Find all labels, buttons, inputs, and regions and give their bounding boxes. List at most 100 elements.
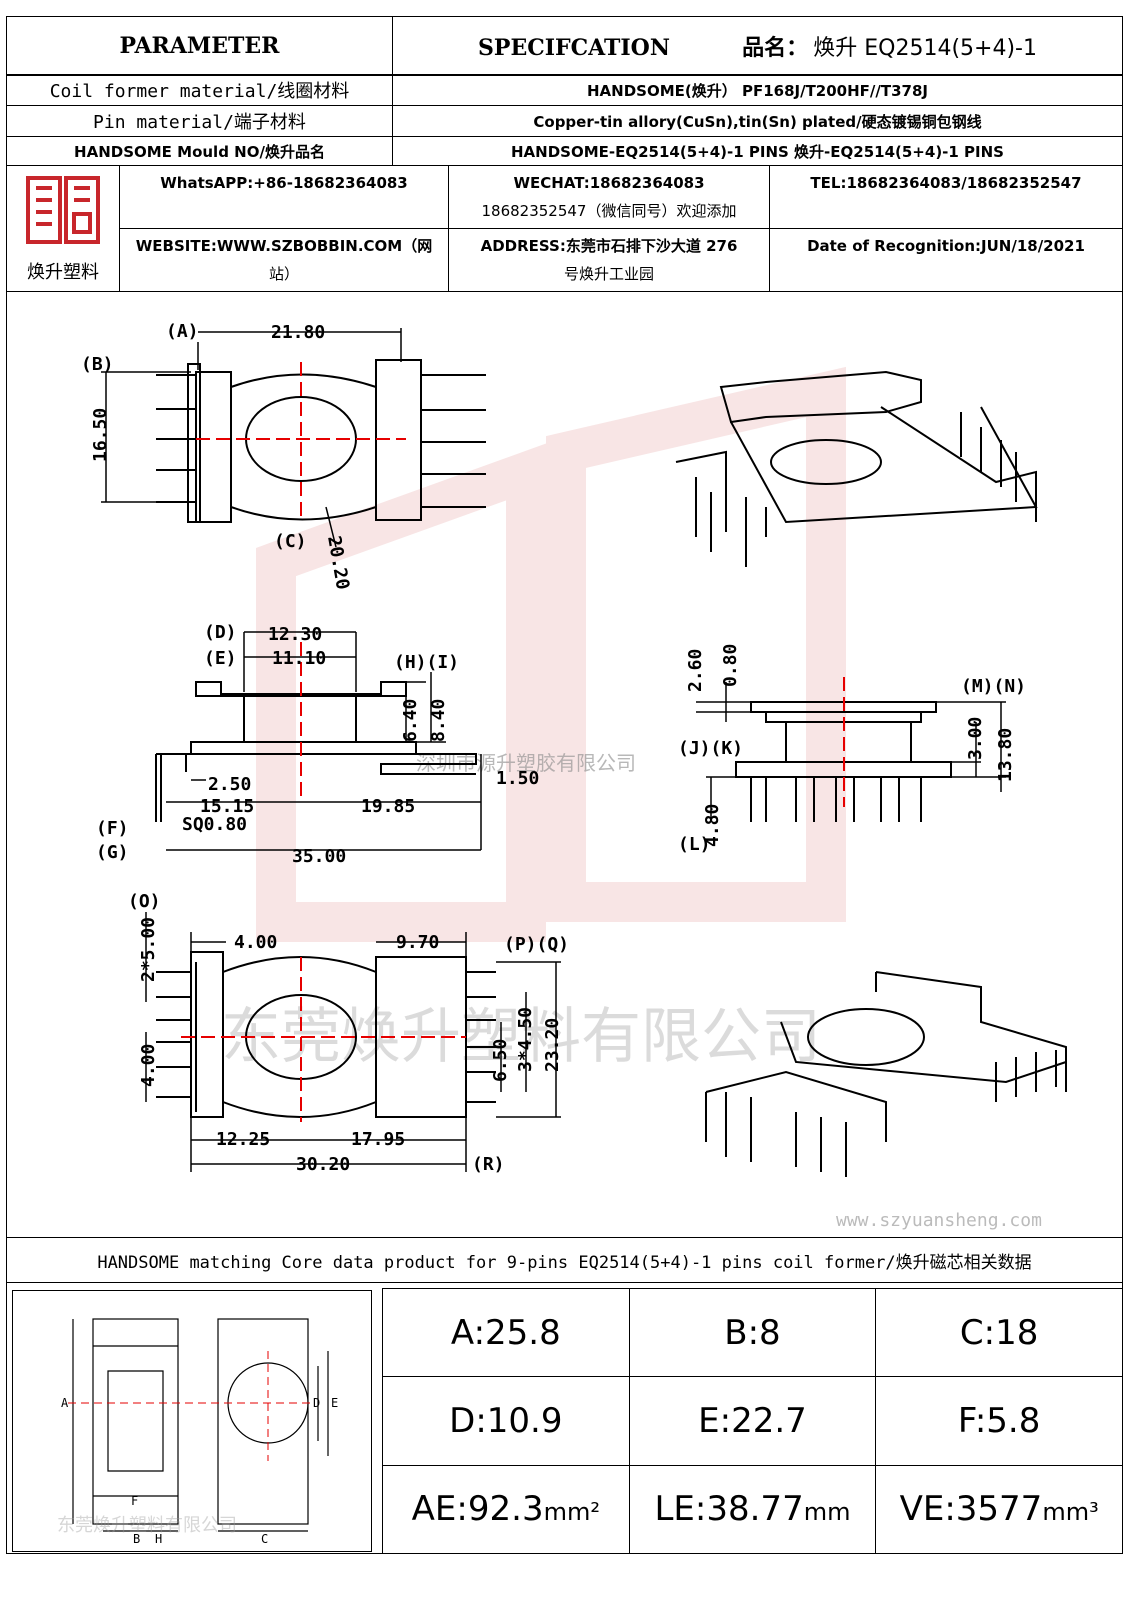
spec-table: Coil former material/线圈材料 HANDSOME(焕升） P… [6,74,1123,166]
front-view-dimlines [696,682,1006,822]
product-name-value: 焕升 EQ2514(5+4)-1 [813,36,1037,61]
dim-label-E: (E) [204,648,237,669]
tel-text: TEL:18682364083/18682352547 [810,174,1082,192]
core-value-E: E:22.7 [628,1376,877,1466]
core-value-AE: AE:92.3 [411,1489,544,1530]
dim-value-19-85: 19.85 [361,796,415,817]
company-logo-icon [26,176,100,244]
top-view-centerline [196,362,406,522]
core-value-LE-cell: LE:38.77mm [628,1464,877,1555]
side-view-dimlines [166,631,482,851]
header-table: PARAMETER SPECIFCATION 品名： 焕升 EQ2514(5+4… [6,16,1123,76]
watermark-logo [256,366,846,942]
dim-value-0-80: 0.80 [720,644,741,687]
dim-value-15-15: 15.15 [200,796,254,817]
wechat-cell: WECHAT:18682364083 18682352547（微信同号）欢迎添加 [448,165,770,229]
address-text-cont: 号焕升工业园 [563,265,654,283]
core-label-H: H [155,1532,162,1546]
website-cell: WEBSITE:WWW.SZBOBBIN.COM（网 站） [119,228,449,292]
dim-label-A: (A) [166,321,199,342]
dim-label-HI: (H)(I) [394,652,459,673]
core-value-D: D:10.9 [382,1376,630,1466]
logo-cell: 焕升塑料 [6,165,120,292]
website-text: WEBSITE:WWW.SZBOBBIN.COM（网 [135,237,433,255]
core-value-A: A:25.8 [382,1287,630,1378]
dim-value-4-80: 4.80 [702,804,723,847]
dim-value-I: 8.40 [428,699,449,742]
dim-value-A: 21.80 [271,322,325,343]
iso-view-bottom [705,971,1067,1177]
core-label-C: C [261,1532,268,1546]
dim-value-2x5-00: 2*5.00 [138,917,159,982]
dim-value-9-70: 9.70 [396,932,439,953]
core-value-VE: VE:3577 [899,1489,1043,1530]
row-value: HANDSOME(焕升） PF168J/T200HF//T378J [392,74,1123,106]
dim-value-6-50: 6.50 [490,1039,511,1082]
dim-value-D: 12.30 [268,624,322,645]
dim-value-4-00-top: 4.00 [234,932,277,953]
wechat-text: WECHAT:18682364083 [513,174,705,192]
dim-value-sq: SQ0.80 [182,814,247,835]
dim-label-JK: (J)(K) [678,738,743,759]
wechat-note: 18682352547（微信同号）欢迎添加 [481,202,737,220]
dim-value-2-50: 2.50 [208,774,251,795]
bottom-view-dimlines [145,912,561,1172]
dim-label-MN: (M)(N) [961,676,1026,697]
address-cell: ADDRESS:东莞市石排下沙大道 276 号焕升工业园 [448,228,770,292]
spec-heading: SPECIFCATION [478,35,670,61]
address-text: ADDRESS:东莞市石排下沙大道 276 [480,237,738,255]
top-view [156,359,486,523]
core-value-VE-cell: VE:3577mm³ [875,1464,1123,1555]
row-label: Coil former material/线圈材料 [6,74,393,106]
dim-value-30-20: 30.20 [296,1154,350,1175]
dim-label-G: (G) [96,842,129,863]
watermark-company-core: 东莞焕升塑料有限公司 [57,1515,237,1536]
row-value: Copper-tin allory(CuSn),tin(Sn) plated/硬… [392,105,1123,137]
iso-view-top [675,370,1038,567]
spec-heading-cell: SPECIFCATION 品名： 焕升 EQ2514(5+4)-1 [392,16,1123,76]
dim-label-R: (R) [472,1154,505,1175]
technical-drawing: 深圳市源升塑胶有限公司 东莞焕升塑料有限公司 (A) 21.80 (B) 16.… [81,321,1067,1231]
core-value-F: F:5.8 [875,1376,1123,1466]
dim-value-B: 16.50 [90,408,111,462]
date-cell: Date of Recognition:JUN/18/2021 [769,228,1123,292]
top-view-dimlines [101,328,402,548]
core-diagram: A B H C D E F 东莞焕升塑料有限公司 [12,1290,372,1552]
date-text: Date of Recognition:JUN/18/2021 [807,237,1085,255]
dim-value-E: 11.10 [272,648,326,669]
row-label: Pin material/端子材料 [6,105,393,137]
logo-caption: 焕升塑料 [27,262,99,283]
dim-label-D: (D) [204,622,237,643]
core-label-A: A [61,1396,69,1410]
dim-label-B: (B) [81,354,114,375]
dim-value-1-50: 1.50 [496,768,539,789]
dim-label-PQ: (P)(Q) [504,934,569,955]
core-value-B: B:8 [628,1287,877,1378]
watermark-website: www.szyuansheng.com [836,1210,1042,1231]
dim-value-H: 6.40 [400,699,421,742]
dim-label-F: (F) [96,818,129,839]
core-unit-VE: mm³ [1042,1498,1099,1527]
product-name-label: 品名： [742,35,809,61]
dim-value-23-20: 23.20 [542,1018,563,1072]
row-value: HANDSOME-EQ2514(5+4)-1 PINS 焕升-EQ2514(5+… [392,136,1123,166]
dim-label-L: (L) [678,834,711,855]
core-value-LE: LE:38.77 [654,1489,804,1530]
core-data-title: HANDSOME matching Core data product for … [6,1237,1123,1283]
core-label-D: D [313,1396,320,1410]
dim-value-4-00-side: 4.00 [138,1044,159,1087]
parameter-heading: PARAMETER [6,16,393,76]
website-text-cont: 站） [268,265,299,283]
core-value-C: C:18 [875,1287,1123,1378]
core-unit-LE: mm [803,1498,851,1527]
bottom-view-centerline [181,957,466,1122]
dim-label-O: (O) [128,891,161,912]
whatsapp-text: WhatsAPP:+86-18682364083 [160,174,408,192]
dim-value-35-00: 35.00 [292,846,346,867]
dim-label-C: (C) [274,531,307,552]
dim-value-17-95: 17.95 [351,1129,405,1150]
tel-cell: TEL:18682364083/18682352547 [769,165,1123,229]
whatsapp-cell: WhatsAPP:+86-18682364083 [119,165,449,229]
dim-value-2-60: 2.60 [685,649,706,692]
core-label-F: F [131,1494,138,1508]
